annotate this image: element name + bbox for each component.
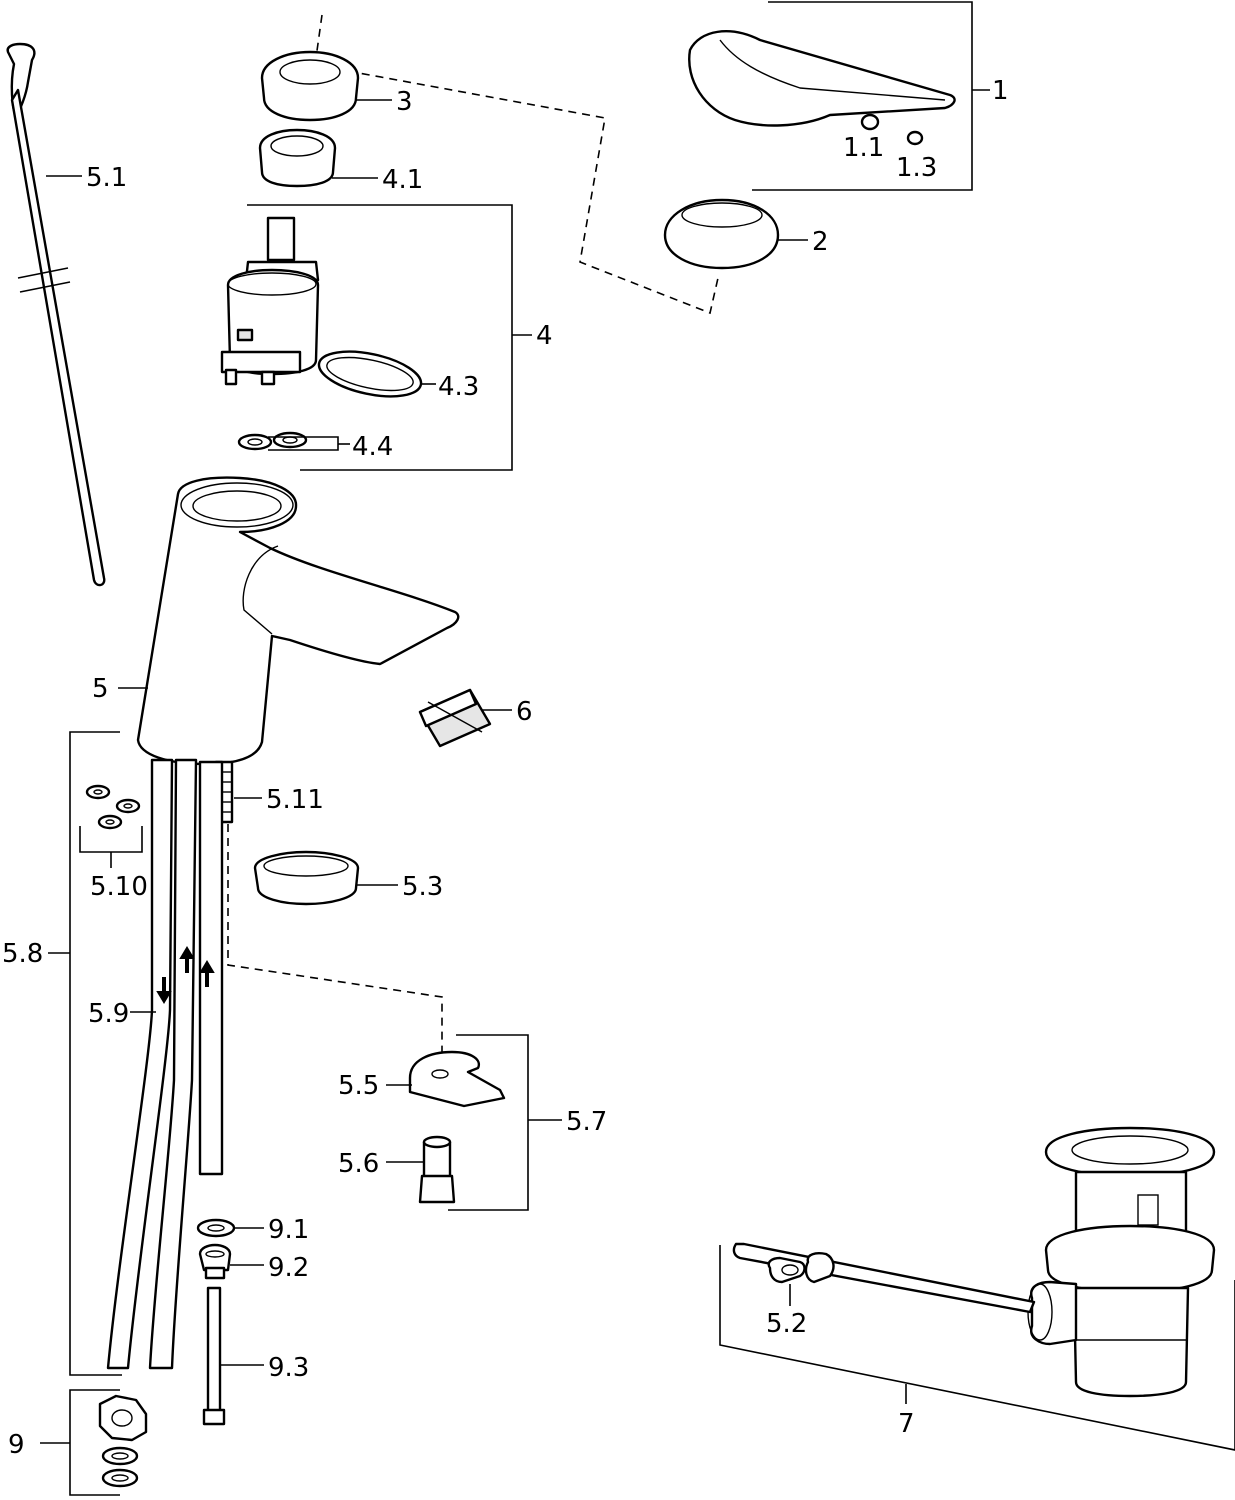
part-5-10-seal-set [85,784,141,830]
part-7-pop-up-waste [1027,1126,1216,1398]
label-5-3: 5.3 [402,872,443,902]
label-7: 7 [898,1409,915,1439]
part-5-6-threaded-nut [418,1135,456,1204]
label-1-3: 1.3 [896,153,937,183]
part-4-cartridge [220,216,320,386]
label-1-1: 1.1 [843,133,884,163]
label-5-11: 5.11 [266,785,324,815]
part-3-nut [260,50,360,122]
part-4-4-seals [237,431,308,451]
label-6: 6 [516,697,533,727]
label-4-1: 4.1 [382,165,423,195]
assembly-line-5-11-to-5-5 [227,824,443,1078]
part-5-3-washer [253,850,360,906]
label-5-7: 5.7 [566,1107,607,1137]
label-5-9: 5.9 [88,999,129,1029]
part-5-2-pivot-rod [732,1242,1036,1314]
bracket-part-9 [40,1389,120,1496]
label-5-10: 5.10 [90,872,148,902]
label-9-3: 9.3 [268,1353,309,1383]
part-6-aerator [418,688,492,748]
part-1-lever-handle [688,30,956,146]
part-5-faucet-body [136,476,460,766]
bracket-part-4 [247,204,532,471]
label-5-2: 5.2 [766,1309,807,1339]
part-5-9-hoses [106,758,224,1370]
label-3: 3 [396,87,413,117]
part-4-3-o-ring [317,350,423,398]
part-9-3-stud [202,1286,226,1426]
bracket-part-5-7 [448,1034,562,1211]
label-5-6: 5.6 [338,1149,379,1179]
label-1: 1 [992,76,1009,106]
part-9-1-washer [196,1218,236,1238]
label-5: 5 [92,674,109,704]
label-5-8: 5.8 [2,939,43,969]
assembly-line-3-to-2 [314,14,719,315]
label-5-1: 5.1 [86,163,127,193]
label-4: 4 [536,321,553,351]
label-9-2: 9.2 [268,1253,309,1283]
bracket-part-5-8 [48,731,122,1376]
label-5-5: 5.5 [338,1071,379,1101]
part-5-5-horseshoe-plate [408,1050,506,1108]
bracket-part-1 [752,1,990,191]
label-2: 2 [812,227,829,257]
label-4-3: 4.3 [438,372,479,402]
label-9-1: 9.1 [268,1215,309,1245]
label-4-4: 4.4 [352,432,393,462]
part-9-nut-set [98,1394,148,1488]
part-2-cover-cap [663,198,780,270]
label-9: 9 [8,1430,25,1460]
bracket-part-7 [719,1245,1235,1451]
part-4-1-ring [258,128,337,188]
part-5-1-pull-rod [6,42,106,587]
part-9-2-bushing [198,1243,232,1280]
